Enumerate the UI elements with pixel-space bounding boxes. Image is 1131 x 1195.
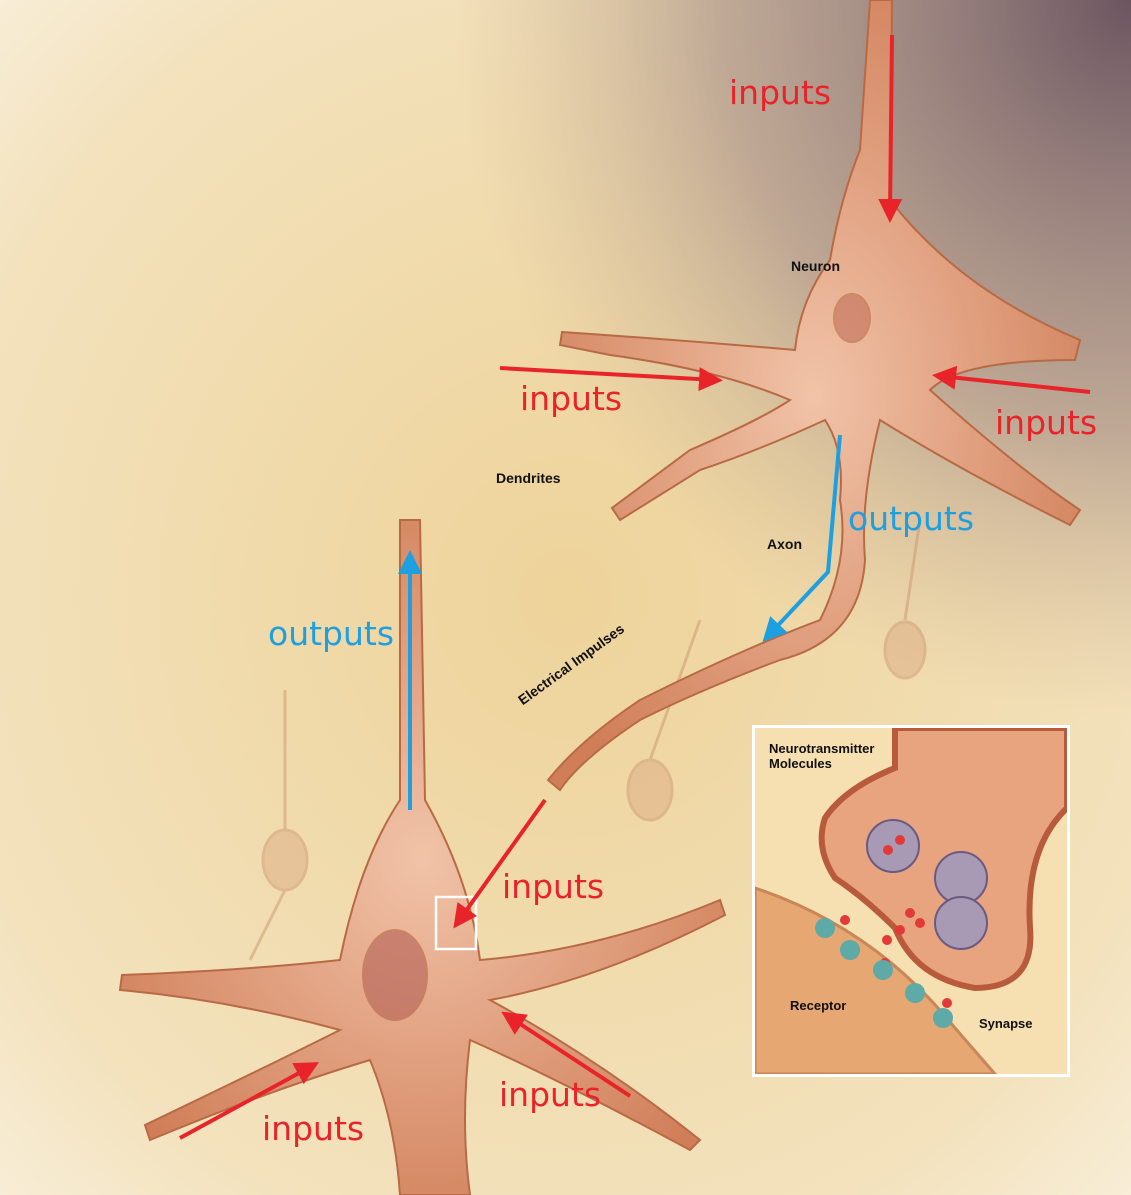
- inputs-label-synapse: inputs: [502, 867, 605, 906]
- outputs-label-lower: outputs: [268, 614, 395, 653]
- top-neuron: [546, 0, 1082, 792]
- bottom-neuron: [118, 519, 727, 1195]
- inputs-label-bottom-right: inputs: [499, 1075, 602, 1114]
- inputs-label-left: inputs: [520, 379, 623, 418]
- neuron-label: Neuron: [791, 258, 840, 274]
- inputs-label-right: inputs: [995, 403, 1098, 442]
- inputs-label-top: inputs: [729, 73, 832, 112]
- inputs-label-bottom-left: inputs: [262, 1109, 365, 1148]
- synapse-illustration: [755, 728, 1067, 1074]
- outputs-label-axon: outputs: [848, 499, 975, 538]
- synapse-label: Synapse: [979, 1016, 1033, 1031]
- axon-label: Axon: [767, 536, 802, 552]
- neurotransmitter-label: Neurotransmitter Molecules: [769, 741, 875, 771]
- synapse-inset: Neurotransmitter Molecules Receptor Syna…: [752, 725, 1070, 1077]
- dendrites-label: Dendrites: [496, 470, 561, 486]
- input-arrows: [179, 34, 1091, 1140]
- output-arrows: [398, 434, 842, 810]
- receptor-label: Receptor: [790, 998, 847, 1013]
